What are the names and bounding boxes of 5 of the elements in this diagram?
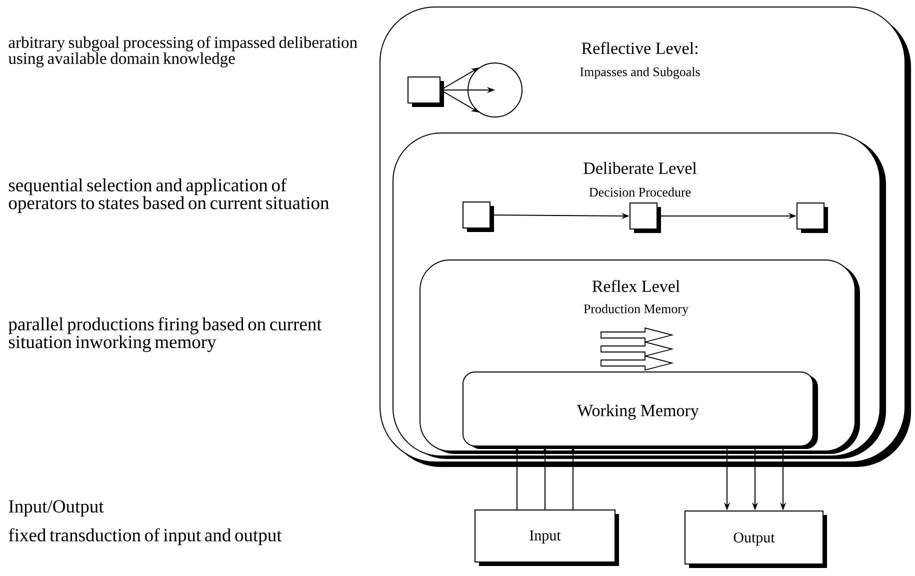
description-text: fixed transduction of input and output [8,528,282,546]
description-text: sequential selection and application of operators to states based on current situation [8,178,329,213]
description-text: arbitrary subgoal processing of impassed deliberation using available domain knowledge [8,36,358,68]
description-text: parallel productions firing based on current situation inworking memory [8,317,322,352]
layer-heading: Input/Output [8,500,104,516]
